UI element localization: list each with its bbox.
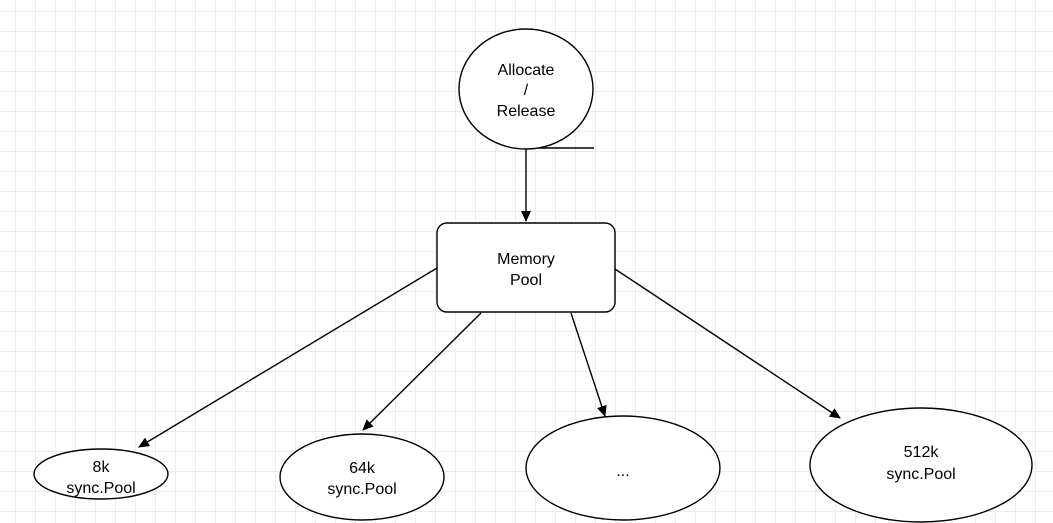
memory-pool-label-line1: Memory: [497, 251, 555, 268]
memory-pool-node[interactable]: Memory Pool: [436, 222, 616, 313]
pool-8k-type-label: sync.Pool: [66, 480, 135, 497]
pool-more-label: ...: [616, 463, 629, 480]
pool-512k-type-label: sync.Pool: [886, 466, 955, 483]
allocate-release-circle: [458, 28, 594, 150]
pool-64k-ellipse: [279, 433, 445, 521]
release-label: Release: [497, 103, 556, 120]
edge-memory-pool-to-512k: [614, 268, 841, 419]
pool-more-ellipse: [525, 415, 721, 521]
pool-8k-ellipse: [33, 448, 169, 500]
pool-64k-size-label: 64k: [349, 460, 376, 477]
pool-512k-ellipse: [809, 407, 1033, 523]
memory-pool-label-line2: Pool: [510, 272, 542, 289]
allocate-release-node[interactable]: Allocate / Release: [458, 28, 594, 150]
edge-memory-pool-to-more: [570, 312, 607, 417]
pool-more-node[interactable]: ...: [525, 415, 721, 521]
pool-512k-node[interactable]: 512k sync.Pool: [809, 407, 1033, 523]
pool-512k-size-label: 512k: [904, 444, 940, 461]
pool-8k-size-label: 8k: [93, 459, 111, 476]
allocate-separator: /: [524, 82, 529, 99]
edge-memory-pool-to-64k: [362, 312, 482, 431]
memory-pool-box: [436, 222, 616, 313]
allocate-label: Allocate: [498, 62, 555, 79]
pool-8k-node[interactable]: 8k sync.Pool: [33, 448, 169, 500]
edges: [138, 147, 841, 448]
pool-64k-type-label: sync.Pool: [327, 481, 396, 498]
edge-memory-pool-to-8k: [138, 267, 438, 448]
pool-64k-node[interactable]: 64k sync.Pool: [279, 433, 445, 521]
